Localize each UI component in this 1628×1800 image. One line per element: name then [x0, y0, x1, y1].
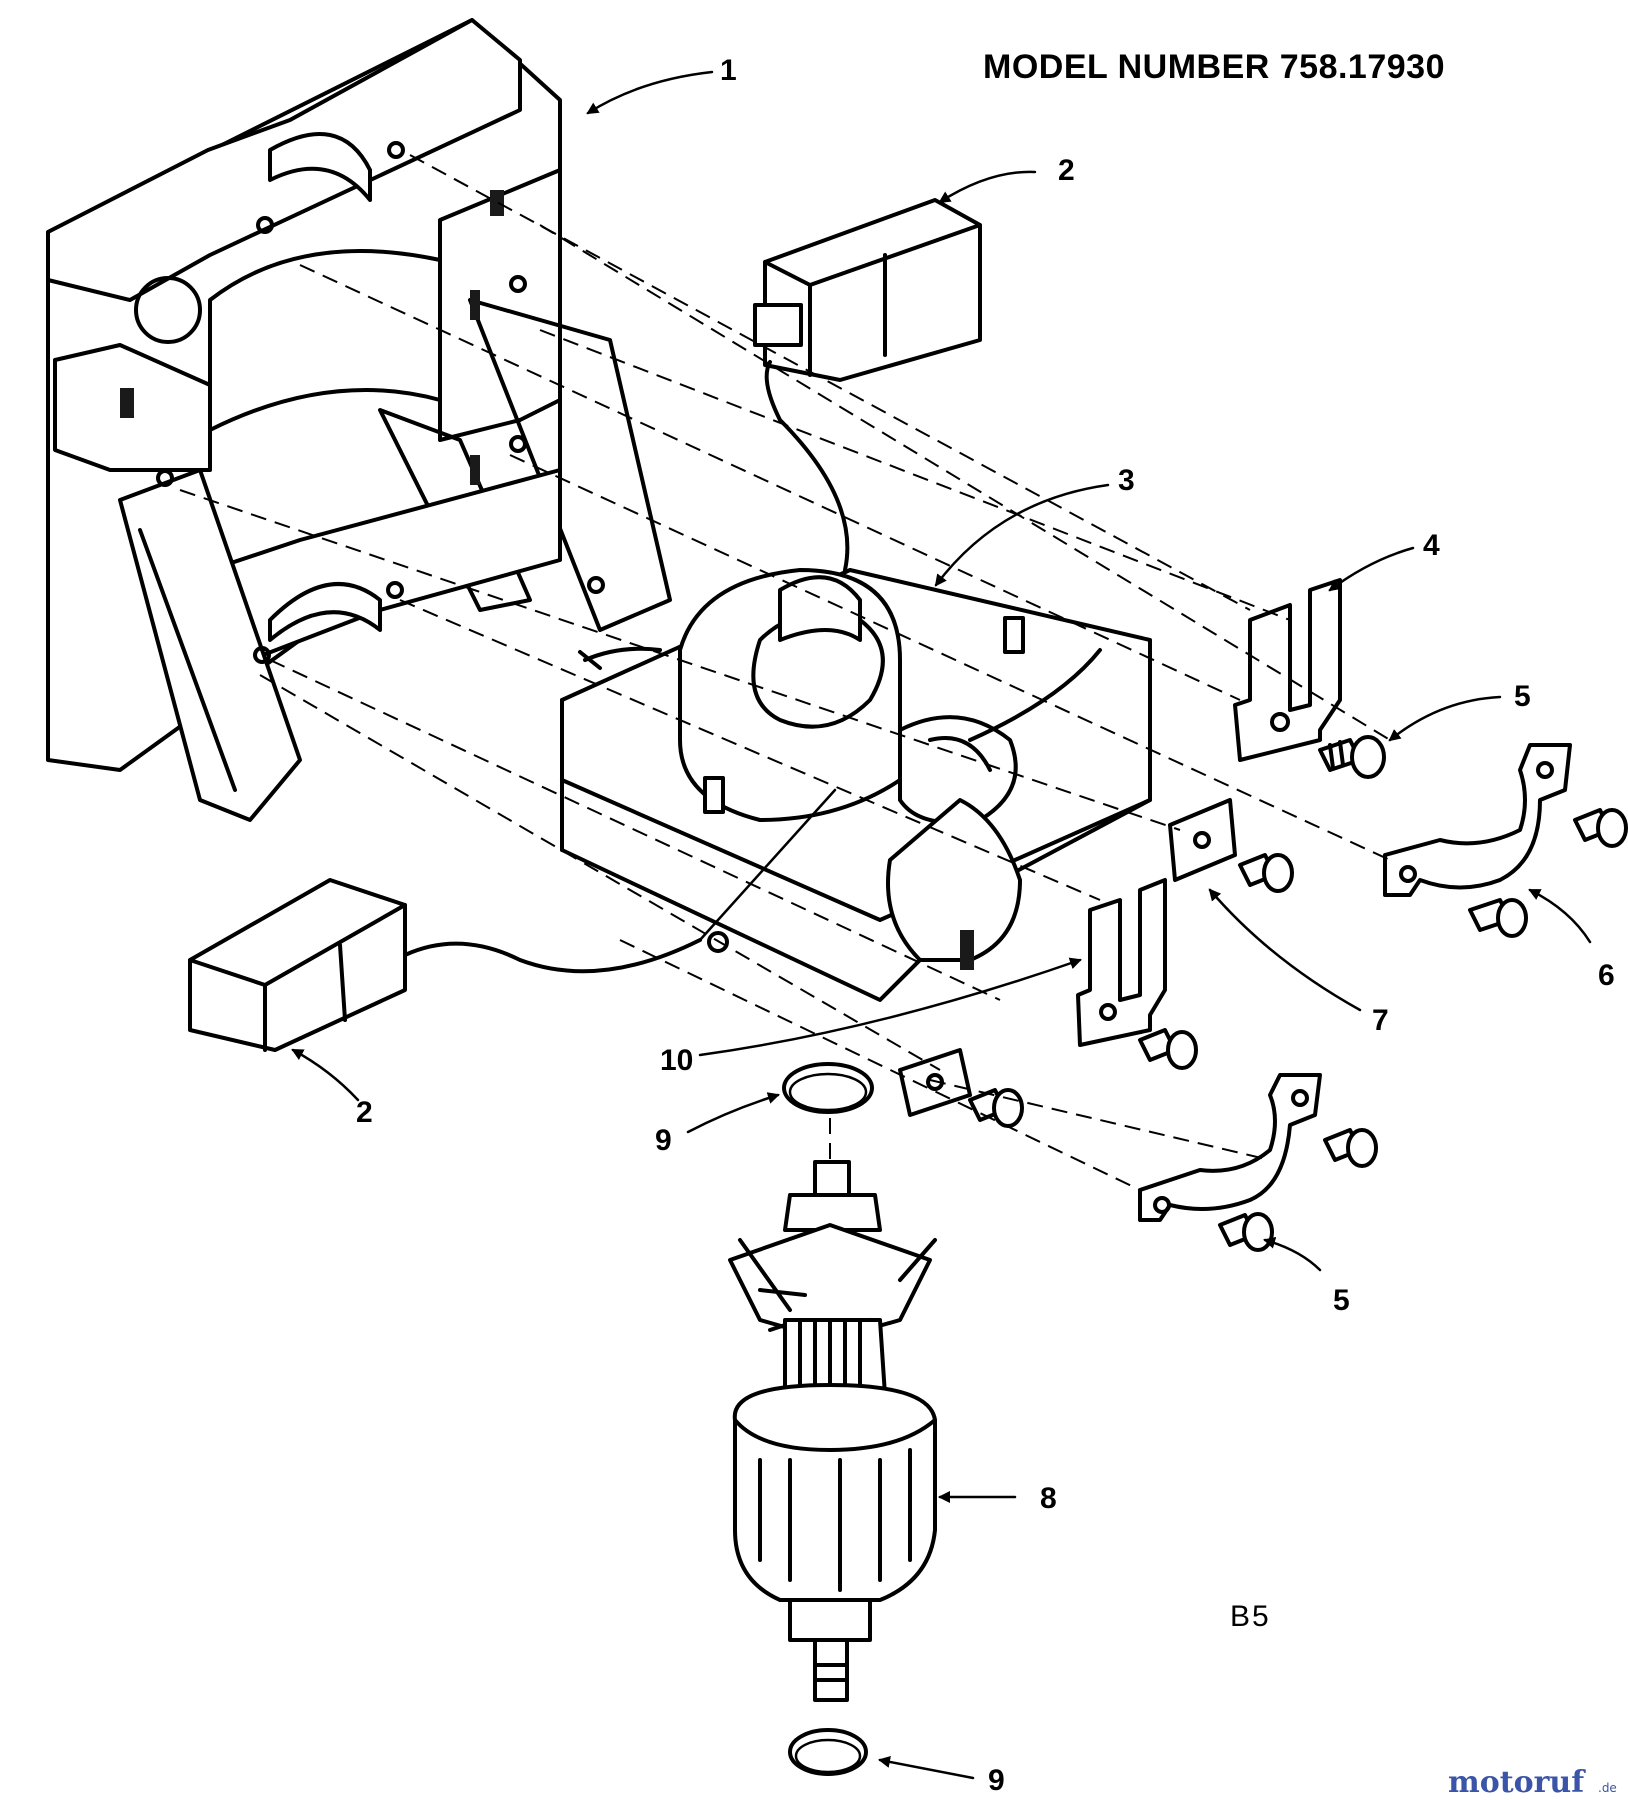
screw-clamp-lower-b	[1218, 1212, 1274, 1252]
clamp-lower	[1138, 1073, 1322, 1222]
leader-lines	[291, 70, 1592, 1780]
retaining-ring-upper	[782, 1062, 874, 1114]
brush-holder-upper	[753, 198, 982, 572]
callout-1: 1	[720, 54, 737, 87]
field-assembly	[560, 568, 1152, 1002]
screw-clamp-upper-a	[1573, 808, 1628, 848]
callout-9-lower: 9	[988, 1764, 1005, 1797]
model-number-label: MODEL NUMBER 758.17930	[983, 48, 1445, 86]
screw-clamp-upper-b	[1468, 898, 1528, 938]
retaining-ring-lower	[788, 1728, 868, 1776]
callout-5-lower: 5	[1333, 1284, 1350, 1317]
callout-7: 7	[1372, 1004, 1389, 1037]
clamp-upper	[1383, 743, 1572, 897]
watermark-suffix: .de	[1598, 1781, 1617, 1795]
brush-spring-upper	[1233, 578, 1342, 762]
screw-lower-a	[1138, 1028, 1198, 1070]
callout-2-upper: 2	[1058, 154, 1075, 187]
callout-6: 6	[1598, 959, 1615, 992]
assembly-lines	[179, 154, 1391, 1191]
contact-plate-upper	[1168, 798, 1294, 893]
callout-10: 10	[660, 1044, 693, 1077]
motor-frame	[46, 18, 672, 822]
callout-4: 4	[1423, 529, 1440, 562]
brush-holder-lower	[188, 878, 702, 1052]
brush-spring-lower	[1076, 878, 1167, 1047]
callout-2-lower: 2	[356, 1096, 373, 1129]
callout-5-upper: 5	[1514, 680, 1531, 713]
callout-9-upper: 9	[655, 1124, 672, 1157]
sheet-code: B5	[1230, 1600, 1271, 1633]
callout-3: 3	[1118, 464, 1135, 497]
watermark-brand: motoruf	[1448, 1765, 1586, 1800]
watermark-logo: motoruf .de	[1448, 1765, 1617, 1800]
screw-upper	[1318, 735, 1386, 779]
callout-8: 8	[1040, 1482, 1057, 1515]
screw-clamp-lower-a	[1323, 1128, 1378, 1168]
armature	[728, 1118, 937, 1702]
